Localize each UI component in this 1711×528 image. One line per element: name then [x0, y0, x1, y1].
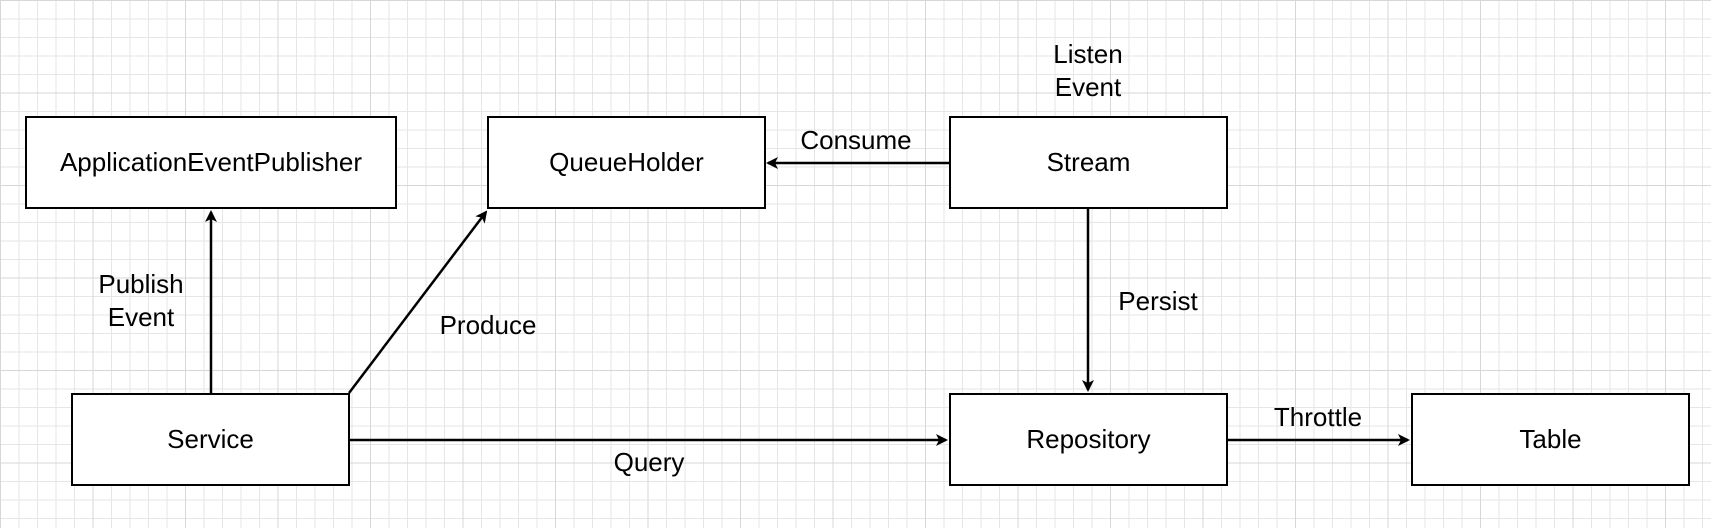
- label-throttle: Throttle: [1273, 402, 1363, 432]
- node-queue-holder[interactable]: QueueHolder: [487, 116, 766, 209]
- label-listen-event: Listen Event: [1053, 39, 1123, 102]
- node-repository[interactable]: Repository: [949, 393, 1228, 486]
- node-service[interactable]: Service: [71, 393, 350, 486]
- label-produce: Produce: [439, 310, 537, 340]
- node-application-event-publisher[interactable]: ApplicationEventPublisher: [25, 116, 397, 209]
- node-label: Stream: [1046, 147, 1131, 177]
- node-label: Table: [1519, 424, 1582, 454]
- edge-produce: [348, 210, 488, 394]
- node-stream[interactable]: Stream: [949, 116, 1228, 209]
- node-label: Service: [167, 424, 254, 454]
- node-table[interactable]: Table: [1411, 393, 1690, 486]
- label-publish-event: Publish Event: [98, 269, 184, 332]
- node-label: ApplicationEventPublisher: [59, 147, 363, 177]
- node-label: Repository: [1026, 424, 1151, 454]
- node-label: QueueHolder: [549, 147, 704, 177]
- label-persist: Persist: [1118, 286, 1198, 316]
- label-consume: Consume: [800, 125, 912, 155]
- label-query: Query: [613, 447, 685, 477]
